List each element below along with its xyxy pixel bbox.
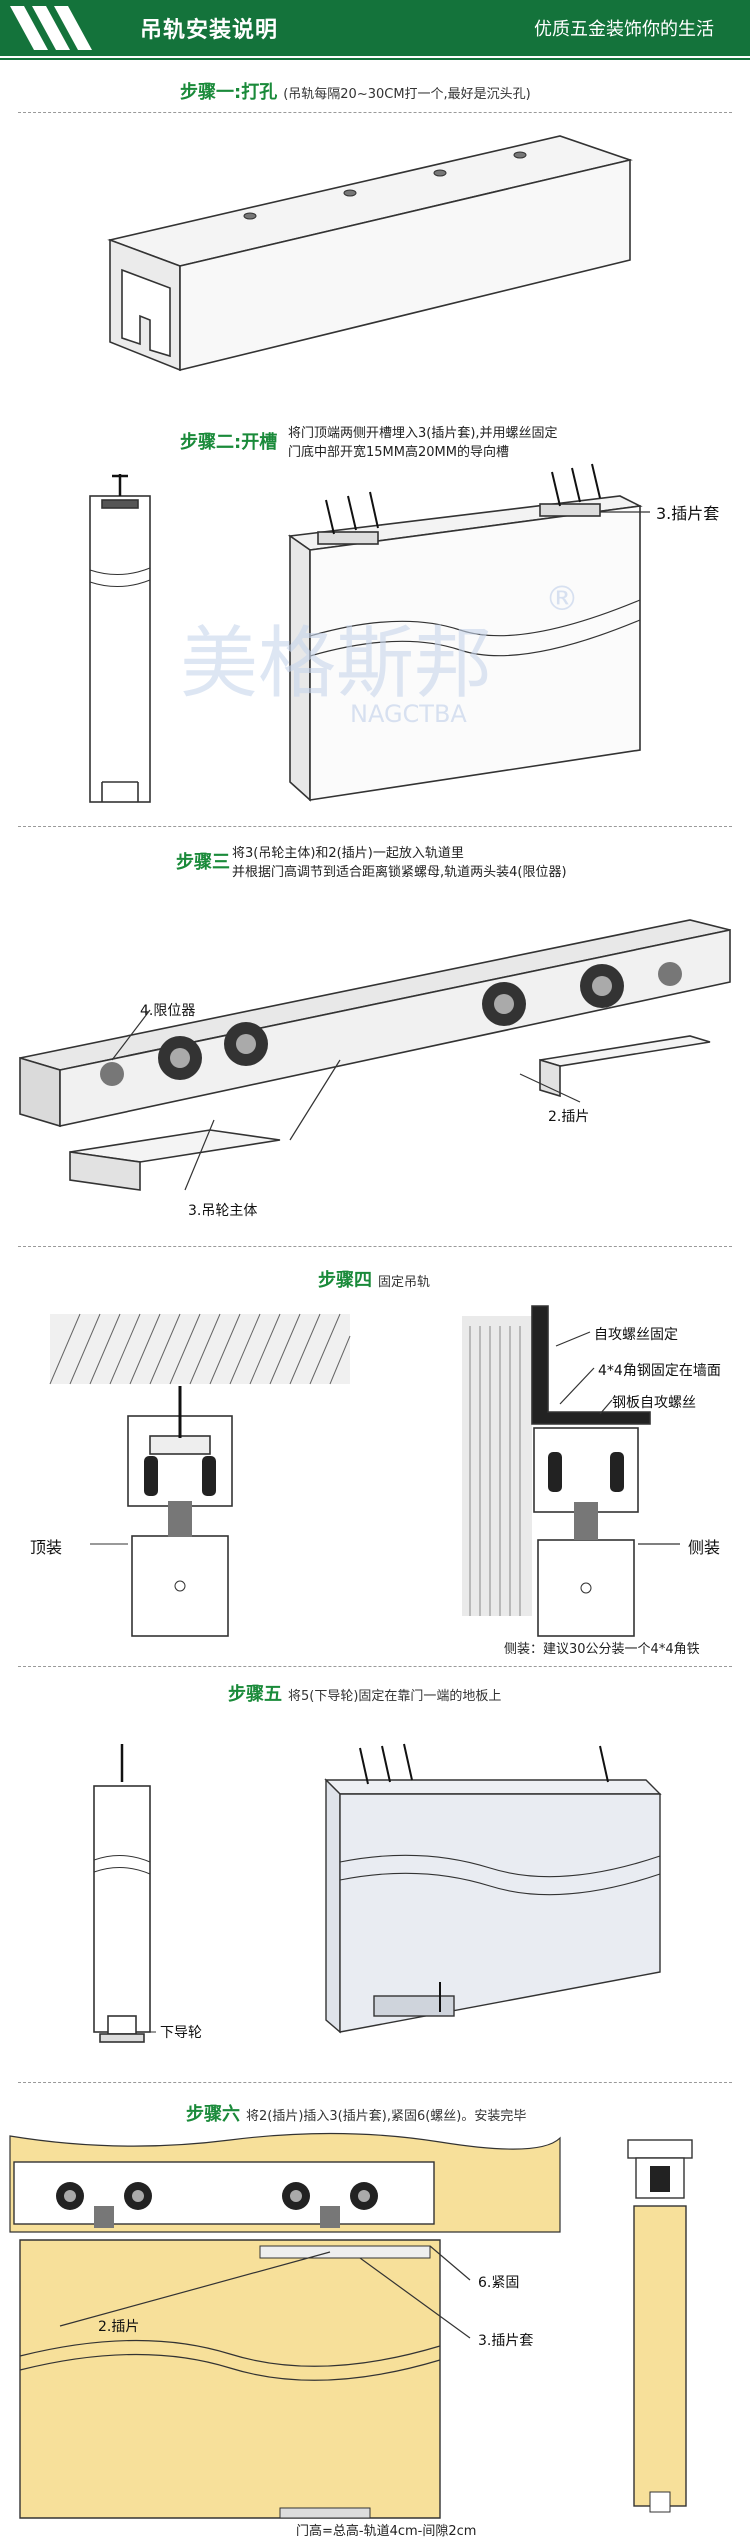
step4-heading: 步骤四 — [318, 1270, 372, 1291]
floor-guide-illustration — [93, 1743, 662, 2043]
side-mount-note: 侧装：建议30公分装一个4*4角铁 — [504, 1642, 700, 1657]
step3-note-line1: 将3(吊轮主体)和2(插片)一起放入轨道里 — [232, 846, 464, 861]
stripes-decoration — [10, 6, 92, 50]
step6-heading: 步骤六 — [186, 2104, 240, 2125]
step3-heading-row: 步骤三 — [176, 848, 236, 874]
label-insert-sleeve: 3.插片套 — [656, 504, 720, 523]
step2-note: 将门顶端两侧开槽埋入3(插片套),并用螺丝固定 门底中部开宽15MM高20MM的… — [288, 424, 558, 462]
step1-note: (吊轨每隔20~30CM打一个,最好是沉头孔) — [283, 87, 531, 102]
door-slot-illustration: 美格斯邦 NAGCTBA ® — [89, 463, 650, 803]
label-top-mount: 顶装 — [30, 1538, 63, 1557]
step2-note-line1: 将门顶端两侧开槽埋入3(插片套),并用螺丝固定 — [288, 426, 558, 441]
track-illustration — [107, 135, 633, 372]
step4-note: 固定吊轨 — [378, 1275, 431, 1290]
label-hanger-body: 3.吊轮主体 — [188, 1203, 258, 1219]
label-stopper: 4.限位器 — [140, 1003, 196, 1019]
divider — [18, 112, 732, 113]
final-assembly-illustration — [9, 2132, 693, 2519]
step5-heading: 步骤五 — [228, 1684, 282, 1705]
label-angle-steel: 4*4角钢固定在墙面 — [598, 1363, 721, 1379]
label-screw-fix: 自攻螺丝固定 — [594, 1327, 678, 1343]
label-insert-final: 2.插片 — [98, 2319, 140, 2335]
step5-heading-row: 步骤五将5(下导轮)固定在靠门一端的地板上 — [228, 1680, 501, 1706]
header-rule — [0, 58, 750, 60]
step4-heading-row: 步骤四固定吊轨 — [318, 1266, 430, 1292]
svg-text:®: ® — [545, 579, 579, 619]
step3-note: 将3(吊轮主体)和2(插片)一起放入轨道里 并根据门高调节到适合距离锁紧螺母,轨… — [232, 844, 567, 882]
step3-heading: 步骤三 — [176, 852, 230, 873]
step1-heading-row: 步骤一:打孔 (吊轨每隔20~30CM打一个,最好是沉头孔) — [180, 78, 531, 104]
step6-heading-row: 步骤六将2(插片)插入3(插片套),紧固6(螺丝)。安装完毕 — [186, 2100, 526, 2126]
slogan: 优质五金装饰你的生活 — [534, 19, 714, 40]
hanger-assembly-illustration — [19, 919, 731, 1191]
step5-note: 将5(下导轮)固定在靠门一端的地板上 — [288, 1689, 502, 1704]
watermark-logo: 美格斯邦 — [180, 619, 492, 709]
divider — [18, 2082, 732, 2083]
step3-note-line2: 并根据门高调节到适合距离锁紧螺母,轨道两头装4(限位器) — [232, 865, 567, 880]
label-insert: 2.插片 — [548, 1109, 590, 1125]
label-tighten: 6.紧固 — [478, 2275, 520, 2291]
step2-note-line2: 门底中部开宽15MM高20MM的导向槽 — [288, 445, 509, 460]
divider — [18, 1246, 732, 1247]
step6-note: 将2(插片)插入3(插片套),紧固6(螺丝)。安装完毕 — [246, 2109, 527, 2124]
svg-text:NAGCTBA: NAGCTBA — [350, 700, 467, 728]
label-plate-screw: 钢板自攻螺丝 — [612, 1395, 696, 1411]
step2-heading: 步骤二:开槽 — [180, 432, 278, 453]
page-title: 吊轨安装说明 — [140, 18, 279, 43]
divider — [18, 1666, 732, 1667]
label-sleeve-final: 3.插片套 — [478, 2333, 534, 2349]
door-height-formula: 门高=总高-轨道4cm-间隙2cm — [296, 2524, 477, 2539]
divider — [18, 826, 732, 827]
label-side-mount: 侧装 — [688, 1538, 721, 1557]
step2-heading-row: 步骤二:开槽 — [180, 428, 283, 454]
step1-heading: 步骤一:打孔 — [180, 82, 278, 103]
mounting-illustration — [49, 1305, 680, 1637]
header-banner: 吊轨安装说明 优质五金装饰你的生活 — [0, 0, 750, 60]
label-floor-guide: 下导轮 — [160, 2025, 202, 2041]
